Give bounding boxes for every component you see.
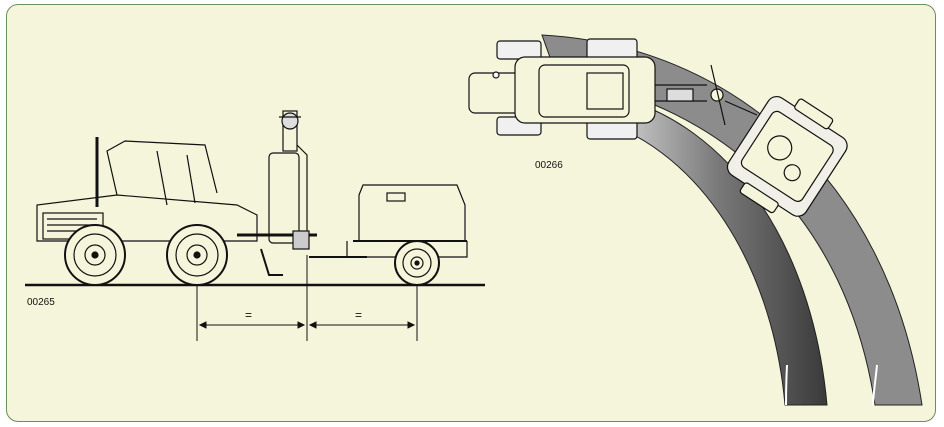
sprayer-mast xyxy=(237,110,317,276)
tractor-side-view xyxy=(36,137,258,286)
dim-left-equal-label: = xyxy=(245,308,253,322)
inner-track xyxy=(606,96,828,406)
top-view-figure-code: 00266 xyxy=(535,160,563,171)
diagram-canvas xyxy=(25,34,923,406)
diagram-panel: 00265 00266 = = xyxy=(6,4,936,422)
side-view-figure-code: 00265 xyxy=(27,297,55,308)
dimension-lines xyxy=(196,255,418,341)
tractor-top-view xyxy=(468,38,726,140)
dim-right-equal-label: = xyxy=(355,308,363,322)
sprayer-top-view xyxy=(724,95,848,217)
sprayer-trailer-side-view xyxy=(309,184,468,286)
